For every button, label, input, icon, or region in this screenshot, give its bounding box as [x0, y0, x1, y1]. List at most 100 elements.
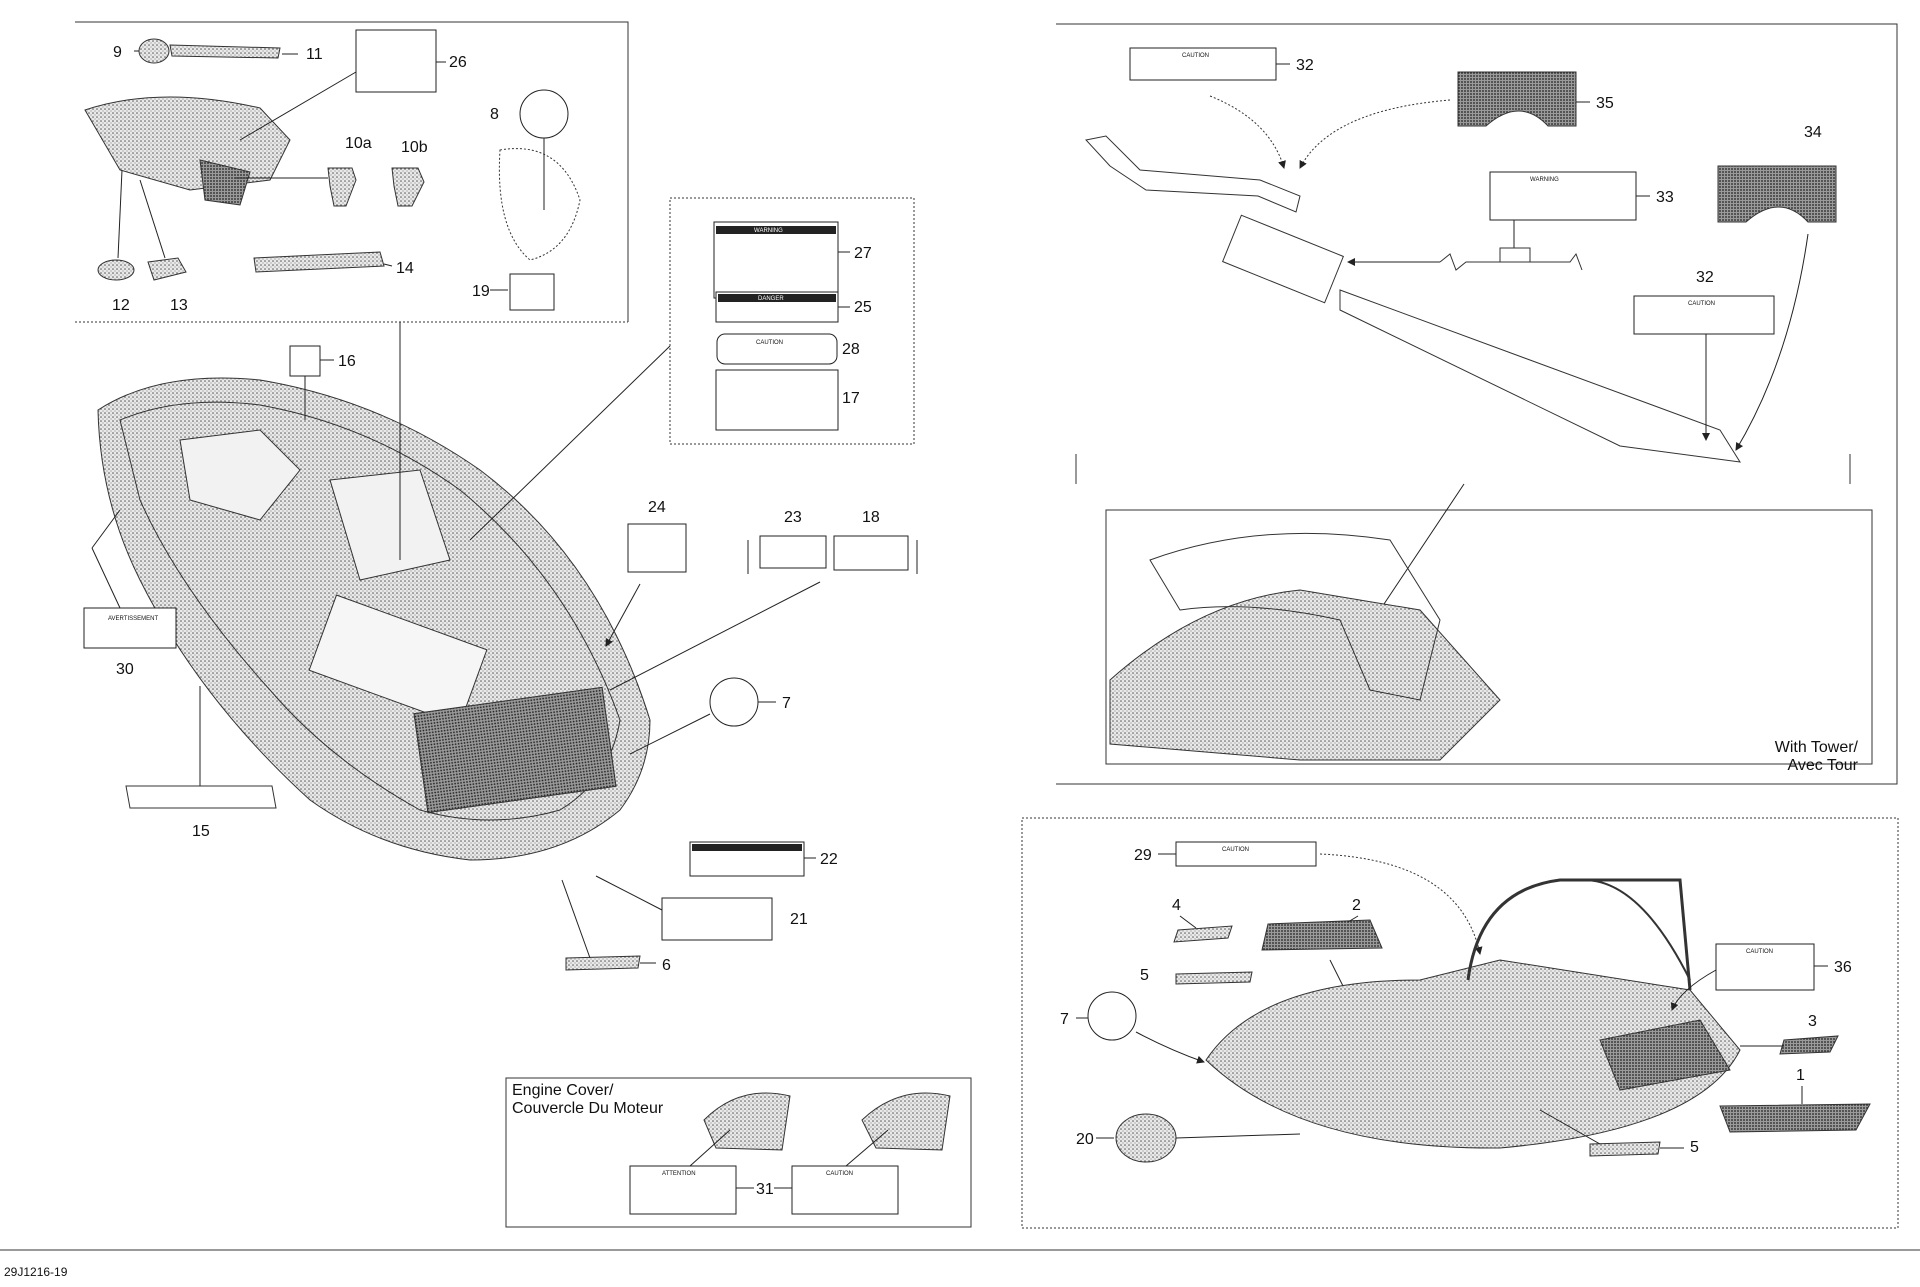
decal-10a [327, 167, 357, 207]
callout-32a: 32 [1296, 57, 1314, 74]
callout-10a: 10a [345, 135, 372, 152]
frame-tower-panel [1056, 23, 1898, 785]
engine-cover-caption-2: Couvercle Du Moteur [512, 1100, 664, 1117]
caution-label-36 [1715, 943, 1815, 991]
seadoo-logo-15 [125, 785, 277, 809]
label-18 [833, 535, 909, 571]
label-28-header: CAUTION [756, 340, 783, 346]
callout-27: 27 [854, 245, 872, 262]
tower-caption-1: With Tower/ [1775, 739, 1859, 756]
boat-with-tower [1109, 589, 1501, 761]
decal-4 [1173, 925, 1233, 943]
part-code: 29J1216-19 [4, 1265, 68, 1279]
emblem-7-side [1087, 991, 1137, 1041]
label-16 [289, 345, 321, 377]
callout-4: 4 [1172, 897, 1181, 914]
callout-11: 11 [306, 46, 323, 63]
frame-engine-cover [505, 1077, 972, 1228]
callout-23: 23 [784, 509, 802, 526]
label-32a-header: CAUTION [1182, 53, 1209, 59]
steering-emblem-8 [519, 89, 569, 139]
callout-26: 26 [449, 54, 467, 71]
callout-10b: 10b [401, 139, 428, 156]
boat-top-view [97, 377, 651, 861]
callout-34: 34 [1804, 124, 1822, 141]
tower-mount [1221, 214, 1345, 304]
warning-label-24 [627, 523, 687, 573]
callout-12: 12 [112, 297, 130, 314]
label-25-header: DANGER [758, 296, 784, 302]
decal-5a [1175, 971, 1253, 985]
warning-label-31b [791, 1165, 899, 1215]
decal-3 [1779, 1035, 1839, 1055]
frame-top-left-detail [75, 21, 629, 323]
callout-32b: 32 [1696, 269, 1714, 286]
frame-labels-group [669, 197, 915, 445]
callout-13: 13 [170, 297, 188, 314]
emblem-7 [709, 677, 759, 727]
pad-35 [1457, 71, 1577, 127]
decal-5b [1589, 1141, 1661, 1157]
label-30-header: AVERTISSEMENT [108, 616, 158, 622]
decal-2 [1261, 919, 1383, 951]
decal-13 [147, 257, 187, 281]
frame-side-view [1021, 817, 1899, 1229]
callout-7b: 7 [1060, 1011, 1069, 1028]
callout-31: 31 [756, 1181, 774, 1198]
capacity-label-17 [715, 369, 839, 431]
callout-5a: 5 [1140, 967, 1149, 984]
caution-label-29 [1175, 841, 1317, 867]
label-32b-header: CAUTION [1688, 301, 1715, 307]
boat-side-hull [1205, 959, 1741, 1149]
callout-14: 14 [396, 260, 414, 277]
callout-35: 35 [1596, 95, 1614, 112]
callout-9: 9 [113, 44, 122, 61]
label-30 [83, 607, 177, 649]
decal-strip-14 [253, 251, 385, 273]
label-31a-header: ATTENTION [662, 1171, 696, 1177]
engine-cover-right [861, 1092, 951, 1151]
warning-label-33 [1489, 171, 1637, 221]
callout-24: 24 [648, 499, 666, 516]
label-19 [509, 273, 555, 311]
callout-33: 33 [1656, 189, 1674, 206]
callout-6: 6 [662, 957, 671, 974]
warning-label-31a [629, 1165, 737, 1215]
tower-panel: CAUTION 32 35 34 WARNING 33 CAUTION 32 W… [1075, 47, 1859, 774]
callout-19: 19 [472, 283, 490, 300]
tower-arm-lower [1339, 289, 1741, 463]
engine-cover-detail: Engine Cover/ Couvercle Du Moteur ATTENT… [512, 1082, 951, 1215]
callout-29: 29 [1134, 847, 1152, 864]
engine-cover-left [703, 1092, 791, 1151]
caution-label-28 [716, 333, 838, 365]
tower-caption-2: Avec Tour [1787, 757, 1858, 774]
logo-decal-9 [138, 38, 170, 64]
side-view: CAUTION 29 4 2 5 7 CAUTION 36 3 1 5 [1060, 841, 1871, 1163]
label-31b-header: CAUTION [826, 1171, 853, 1177]
caution-label-32a [1129, 47, 1277, 81]
callout-2: 2 [1352, 897, 1361, 914]
callout-17: 17 [842, 390, 860, 407]
callout-20: 20 [1076, 1131, 1094, 1148]
callout-8: 8 [490, 106, 499, 123]
callout-18: 18 [862, 509, 880, 526]
label-36-header: CAUTION [1746, 949, 1773, 955]
decal-1 [1719, 1103, 1871, 1133]
engine-cover-caption-1: Engine Cover/ [512, 1082, 614, 1099]
warning-label-23 [759, 535, 827, 569]
decal-12 [97, 259, 135, 281]
caution-label-21 [661, 897, 773, 941]
decal-strip-11 [169, 44, 281, 59]
decal-10b [391, 167, 425, 207]
boat-callouts: 16 AVERTISSEMENT 30 15 24 23 18 7 22 21 [83, 322, 918, 974]
callout-28: 28 [842, 341, 860, 358]
label-27-header: WARNING [754, 228, 783, 234]
callout-5b: 5 [1690, 1139, 1699, 1156]
callout-21: 21 [790, 911, 808, 928]
callout-1: 1 [1796, 1067, 1805, 1084]
tower-arm-upper [1085, 135, 1301, 213]
frame-tower-inset [1105, 509, 1873, 765]
warning-label-27 [713, 221, 839, 299]
